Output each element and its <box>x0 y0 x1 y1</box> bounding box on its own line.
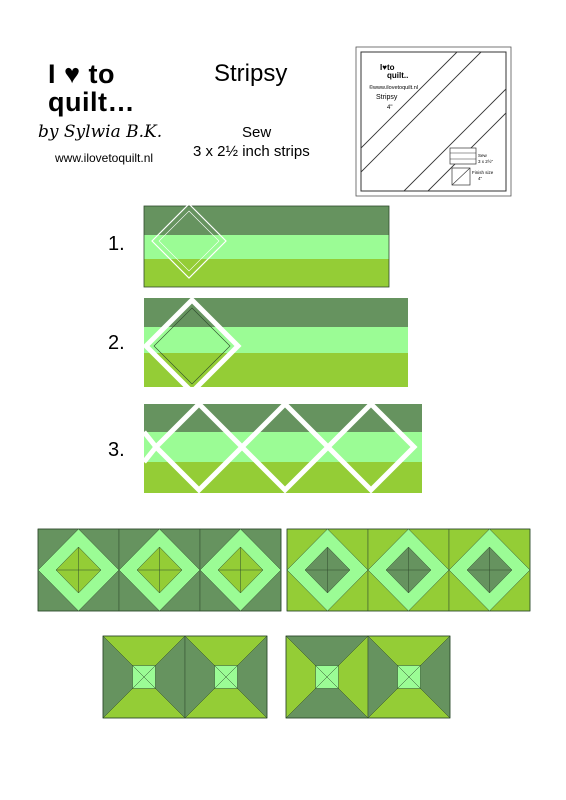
seam-line <box>214 665 238 689</box>
seam-line <box>397 665 421 689</box>
template-size: 4" <box>387 105 392 111</box>
step-3-strip-set <box>142 400 422 494</box>
website-link[interactable]: www.ilovetoquilt.nl <box>55 151 154 165</box>
logo-signature: by Sylwia B.K. <box>38 122 163 142</box>
block-pair-2 <box>285 635 451 719</box>
cut-square-outline <box>142 296 242 396</box>
template-sew-label: Sew <box>478 153 488 158</box>
sew-label: Sew <box>242 124 272 141</box>
row-outline <box>37 528 282 612</box>
ruler-outline <box>151 203 227 279</box>
strip-mini-icon <box>449 147 477 165</box>
block-pair-1 <box>102 635 268 719</box>
pair-left-triangle <box>367 635 410 719</box>
template-finish-label: Finish size <box>472 170 494 175</box>
step-1-label: 1. <box>108 233 125 255</box>
block-row-2 <box>286 528 531 612</box>
template-sew-detail: 3 x 2½" <box>478 158 494 164</box>
template-website: ©www.ilovetoquilt.nl <box>369 84 418 91</box>
template-name: Stripsy <box>376 94 398 101</box>
pair-left-triangle <box>184 635 227 719</box>
block-row-1 <box>37 528 282 612</box>
logo-line-1: I ♥ to <box>48 59 116 89</box>
pair-outline <box>285 635 451 719</box>
step-2-label: 2. <box>108 332 125 354</box>
page-title: Stripsy <box>214 60 288 87</box>
logo: I ♥ to quilt… <box>48 60 135 116</box>
seam-line <box>315 665 339 689</box>
ruler-template: I♥to quilt.. ©www.ilovetoquilt.nl Strips… <box>355 46 512 197</box>
seam-line <box>132 665 156 689</box>
step-2-strip-set <box>142 296 408 396</box>
template-logo-line-1: I♥to <box>380 63 395 72</box>
pair-outline <box>102 635 268 719</box>
step-3-label: 3. <box>108 439 125 461</box>
row-outline <box>286 528 531 612</box>
template-logo-line-2: quilt.. <box>387 71 408 80</box>
template-finish-detail: 4" <box>478 176 483 181</box>
step-1-strip-set <box>143 203 390 288</box>
logo-line-2: quilt… <box>48 87 135 117</box>
sew-instructions: 3 x 2½ inch strips <box>193 143 310 160</box>
